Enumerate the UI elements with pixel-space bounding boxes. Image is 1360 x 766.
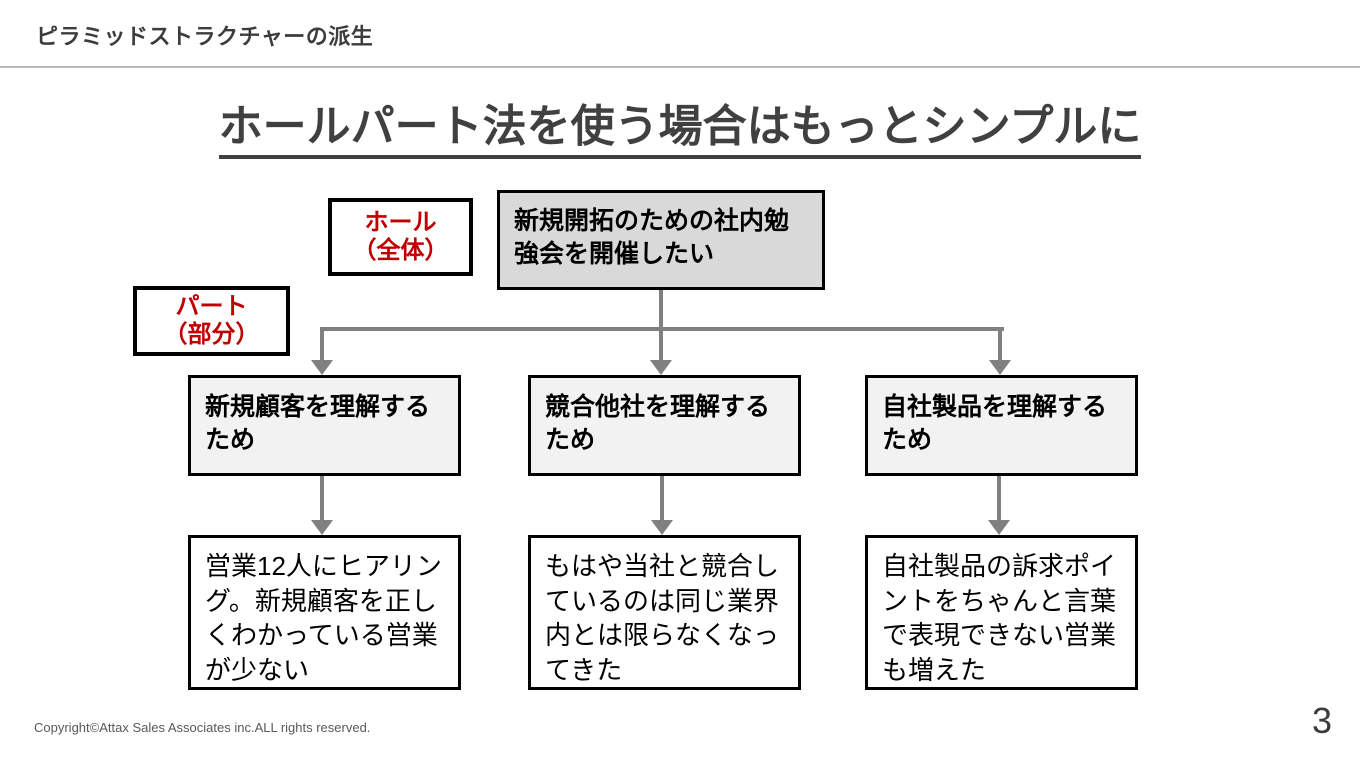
label-part-text: パート （部分） (163, 292, 260, 348)
copyright-text: Copyright©Attax Sales Associates inc.ALL… (34, 720, 371, 735)
arrow-head-to-bottom-2 (651, 520, 673, 535)
diagram-bottom-box-2-text: もはや当社と競合しているのは同じ業界内とは限らなくなってきた (545, 551, 780, 685)
header-title: ピラミッドストラクチャーの派生 (36, 24, 374, 49)
diagram-top-box-text: 新規開拓のための社内勉強会を開催したい (514, 207, 790, 268)
diagram-top-box: 新規開拓のための社内勉強会を開催したい (497, 190, 825, 290)
diagram-bottom-box-1-text: 営業12人にヒアリング。新規顧客を正しくわかっている営業が少ない (205, 551, 442, 685)
connector-branch-left (320, 327, 324, 360)
diagram-mid-box-2-text: 競合他社を理解するため (545, 393, 771, 454)
page-title-text: ホールパート法を使う場合はもっとシンプルに (218, 102, 1142, 159)
connector-horizontal-bus (322, 327, 1004, 331)
label-whole-text: ホール （全体） (352, 208, 449, 264)
diagram-bottom-box-2: もはや当社と競合しているのは同じ業界内とは限らなくなってきた (528, 535, 801, 690)
diagram-bottom-box-3-text: 自社製品の訴求ポイントをちゃんと言葉で表現できない営業も増えた (882, 551, 1117, 685)
diagram-bottom-box-3: 自社製品の訴求ポイントをちゃんと言葉で表現できない営業も増えた (865, 535, 1138, 690)
connector-mid-2-to-bottom-2 (660, 476, 664, 520)
connector-branch-center (659, 327, 663, 360)
page-title: ホールパート法を使う場合はもっとシンプルに (0, 90, 1360, 159)
arrow-head-to-mid-3 (989, 360, 1011, 375)
diagram-mid-box-1-text: 新規顧客を理解するため (205, 393, 431, 454)
label-box-whole: ホール （全体） (328, 198, 473, 276)
arrow-head-to-mid-1 (311, 360, 333, 375)
connector-top-stem (659, 290, 663, 327)
connector-mid-3-to-bottom-3 (997, 476, 1001, 520)
arrow-head-to-bottom-3 (988, 520, 1010, 535)
header-divider (0, 66, 1360, 68)
diagram-mid-box-3-text: 自社製品を理解するため (882, 393, 1108, 454)
page-number: 3 (1311, 700, 1332, 741)
arrow-head-to-bottom-1 (311, 520, 333, 535)
diagram-mid-box-3: 自社製品を理解するため (865, 375, 1138, 476)
diagram-mid-box-1: 新規顧客を理解するため (188, 375, 461, 476)
arrow-head-to-mid-2 (650, 360, 672, 375)
label-box-part: パート （部分） (133, 286, 290, 356)
connector-mid-1-to-bottom-1 (320, 476, 324, 520)
diagram-bottom-box-1: 営業12人にヒアリング。新規顧客を正しくわかっている営業が少ない (188, 535, 461, 690)
connector-branch-right (998, 327, 1002, 360)
diagram-mid-box-2: 競合他社を理解するため (528, 375, 801, 476)
